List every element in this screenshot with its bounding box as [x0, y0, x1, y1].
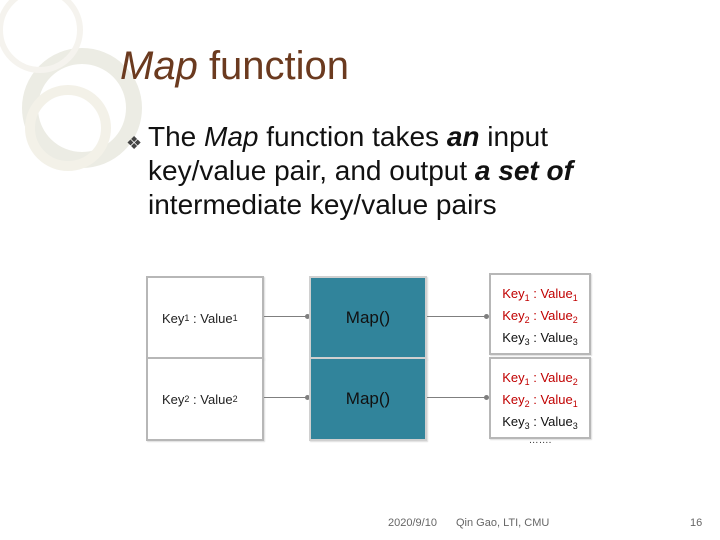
output-box-1: Key1 : Value1 Key2 : Value2 Key3 : Value… [489, 273, 591, 355]
input-value-sub: 1 [233, 313, 238, 323]
output-line: Key3 : Value3 [491, 329, 589, 351]
bullet-line2-a: key/value pair, and output [148, 155, 475, 186]
footer-date: 2020/9/10 [388, 517, 437, 529]
bullet-map-word: Map [204, 121, 258, 152]
bullet-point: ❖ The Map function takes an input key/va… [126, 120, 666, 222]
input-key: Key [162, 311, 184, 326]
output-box-2: Key1 : Value2 Key2 : Value1 Key3 : Value… [489, 357, 591, 439]
bullet-an: an [447, 121, 480, 152]
arrow-out-1 [427, 316, 487, 317]
output-line: Key1 : Value1 [491, 285, 589, 307]
arrow-out-2 [427, 397, 487, 398]
slide-title: Map function [120, 44, 349, 89]
map-label: Map() [346, 308, 390, 328]
map-box-1: Map() [309, 276, 427, 360]
bullet-line-2: key/value pair, and output a set of [126, 154, 666, 188]
output-line: Key2 : Value2 [491, 307, 589, 329]
bullet-set-of: a set of [475, 155, 573, 186]
input-sep: : [189, 392, 200, 407]
bullet-line-3: intermediate key/value pairs [126, 188, 666, 222]
map-box-2: Map() [309, 357, 427, 441]
input-value: Value [200, 392, 232, 407]
output-line: Key3 : Value3 [491, 413, 589, 435]
footer-page-number: 16 [690, 517, 702, 529]
input-value: Value [200, 311, 232, 326]
map-label: Map() [346, 389, 390, 409]
footer-author: Qin Gao, LTI, CMU [456, 517, 549, 529]
title-rest: function [209, 44, 349, 88]
output-line: Key2 : Value1 [491, 391, 589, 413]
bullet-text-before: The [148, 121, 204, 152]
input-sep: : [189, 311, 200, 326]
bullet-line-1: The Map function takes an input [126, 120, 666, 154]
title-italic: Map [120, 44, 198, 88]
output-ellipsis: ……. [491, 435, 589, 447]
output-line: Key1 : Value2 [491, 369, 589, 391]
input-value-sub: 2 [233, 394, 238, 404]
arrow-in-2 [264, 397, 308, 398]
arrow-in-1 [264, 316, 308, 317]
bullet-mark-icon: ❖ [126, 126, 142, 160]
input-key: Key [162, 392, 184, 407]
bullet-text-mid2: input [480, 121, 549, 152]
bullet-text-mid1: function takes [259, 121, 447, 152]
